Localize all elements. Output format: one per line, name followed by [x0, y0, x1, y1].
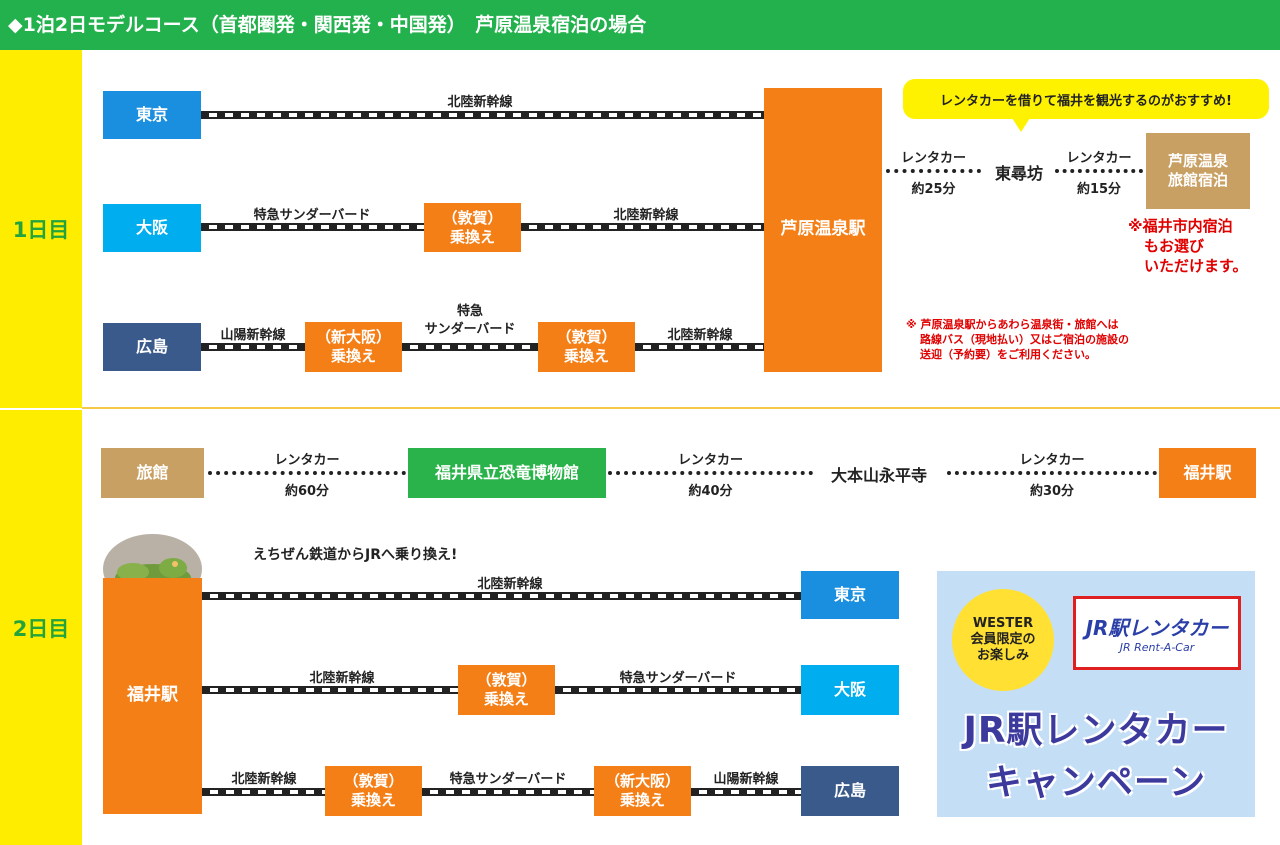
- bubble-tail: [1012, 118, 1030, 132]
- line-label: 特急サンダーバード: [619, 671, 737, 686]
- drive-time: 約30分: [1029, 484, 1075, 499]
- transfer-tsuruga: （敦賀）乗換え: [325, 766, 422, 816]
- transfer-tsuruga: （敦賀）乗換え: [458, 665, 555, 715]
- ryokan-start: 旅館: [101, 448, 204, 498]
- line-label: 北陸新幹線: [477, 577, 543, 592]
- transfer-tsuruga: （敦賀）乗換え: [424, 203, 521, 252]
- rail-shinosaka-tsuruga: [402, 343, 538, 351]
- rail-fukui-tokyo: [202, 592, 801, 600]
- rail-shinosaka-hiroshima: [691, 788, 801, 796]
- spot-dinosaur-museum: 福井県立恐竜博物館: [408, 448, 606, 498]
- station-hiroshima-day2: 広島: [801, 766, 899, 816]
- day-divider: [82, 407, 1280, 409]
- day2-label: 2日目: [0, 410, 82, 845]
- line-label: 北陸新幹線: [613, 208, 679, 223]
- spot-eiheiji: 大本山永平寺: [830, 466, 927, 485]
- drive-route: [1055, 169, 1143, 173]
- line-label: 北陸新幹線: [667, 328, 733, 343]
- station-fukui-right: 福井駅: [1159, 448, 1256, 498]
- jr-rentacar-logo: JR駅レンタカー JR Rent-A-Car: [1073, 596, 1241, 670]
- line-label: 山陽新幹線: [220, 328, 286, 343]
- transfer-tsuruga: （敦賀）乗換え: [538, 322, 635, 372]
- drive-time: 約15分: [1076, 182, 1122, 197]
- campaign-title-line2: キャンペーン: [985, 762, 1207, 803]
- drive-route: [608, 471, 813, 475]
- line-label: 北陸新幹線: [447, 95, 513, 110]
- drive-time: 約25分: [911, 182, 956, 197]
- line-label: 特急サンダーバード: [424, 304, 516, 337]
- rail-tsuruga-osaka: [555, 686, 801, 694]
- fukui-note: ※福井市内宿泊 もお選び いただけます。: [1128, 217, 1248, 275]
- bus-note: ※ 芦原温泉駅からあわら温泉街・旅館へは 路線バス（現地払い）又はご宿泊の施設の…: [906, 318, 1129, 361]
- rail-tsuruga-awara: [635, 343, 764, 351]
- echizen-note: えちぜん鉄道からJRへ乗り換え!: [253, 547, 458, 563]
- rail-fukui-tsuruga: [202, 788, 325, 796]
- line-label: 北陸新幹線: [231, 772, 297, 787]
- station-tokyo-day1: 東京: [103, 91, 201, 139]
- spot-tojinbo: 東尋坊: [994, 164, 1043, 183]
- line-label: 山陽新幹線: [713, 772, 779, 787]
- line-label: 特急サンダーバード: [253, 208, 371, 223]
- rail-hiroshima-shinosaka: [201, 343, 305, 351]
- drive-label: レンタカー: [900, 151, 966, 166]
- page-title: ◆1泊2日モデルコース（首都圏発・関西発・中国発） 芦原温泉宿泊の場合: [0, 0, 1280, 50]
- drive-label: レンタカー: [677, 453, 743, 468]
- drive-route: [208, 471, 406, 475]
- drive-route: [886, 169, 981, 173]
- station-tokyo-day2: 東京: [801, 571, 899, 619]
- station-awara-onsen: 芦原温泉駅: [764, 88, 882, 372]
- line-label: 北陸新幹線: [309, 671, 375, 686]
- rail-osaka-tsuruga: [201, 223, 424, 231]
- drive-route: [947, 471, 1157, 475]
- station-hiroshima-day1: 広島: [103, 323, 201, 371]
- station-fukui-day2: 福井駅: [103, 578, 202, 814]
- transfer-shinosaka: （新大阪）乗換え: [594, 766, 691, 816]
- rail-tsuruga-awara: [521, 223, 764, 231]
- drive-label: レンタカー: [1019, 453, 1085, 468]
- day1-label: 1日目: [0, 50, 82, 408]
- drive-label: レンタカー: [274, 453, 340, 468]
- line-label: 特急サンダーバード: [449, 772, 567, 787]
- ryokan-stay: 芦原温泉旅館宿泊: [1146, 133, 1250, 209]
- drive-label: レンタカー: [1066, 151, 1132, 166]
- station-osaka-day2: 大阪: [801, 665, 899, 715]
- tip-bubble: レンタカーを借りて福井を観光するのがおすすめ!: [903, 79, 1269, 119]
- campaign-title-line1: JR駅レンタカー: [963, 710, 1229, 751]
- drive-time: 約40分: [688, 484, 733, 499]
- rail-fukui-tsuruga: [202, 686, 458, 694]
- transfer-shinosaka: （新大阪）乗換え: [305, 322, 402, 372]
- rail-tokyo-awara: [201, 111, 764, 119]
- drive-time: 約60分: [284, 484, 330, 499]
- station-osaka-day1: 大阪: [103, 204, 201, 252]
- rail-tsuruga-shinosaka: [422, 788, 594, 796]
